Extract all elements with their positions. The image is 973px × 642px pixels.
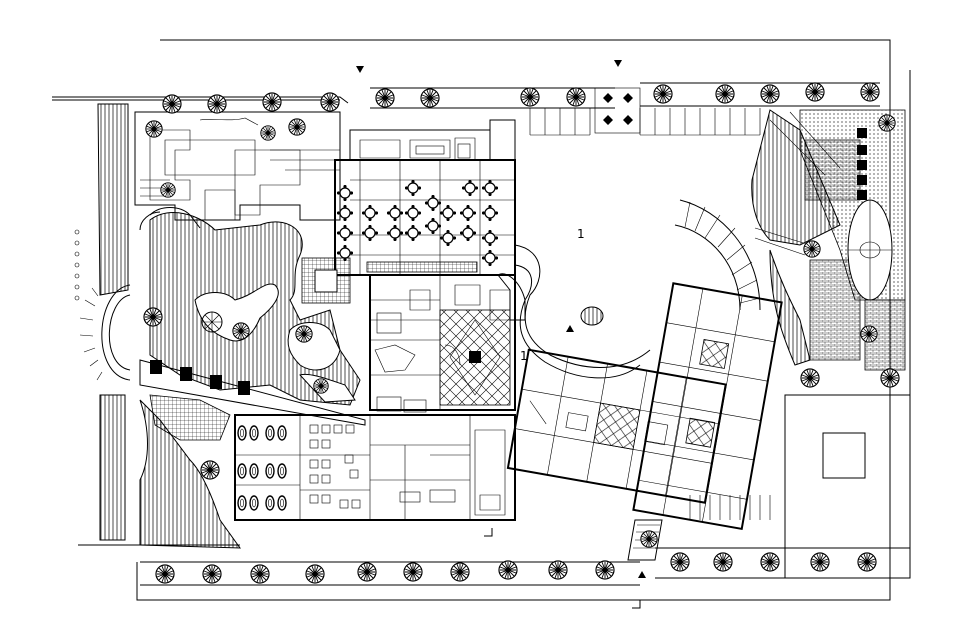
tree-icon: [566, 87, 586, 107]
tree-icon: [857, 552, 877, 572]
banquet-seating: [337, 180, 498, 266]
tree-icon: [595, 560, 615, 580]
tree-icon: [670, 552, 690, 572]
east-lawn-pad: [822, 432, 866, 479]
forecourt-arrow: [566, 325, 574, 332]
tree-icon: [403, 562, 423, 582]
tree-icon: [640, 530, 658, 548]
tree-icon: [548, 560, 568, 580]
tree-icon: [420, 88, 440, 108]
tree-icon: [715, 84, 735, 104]
tree-icon: [880, 368, 900, 388]
tree-icon: [450, 562, 470, 582]
tree-icon: [160, 182, 176, 198]
tree-icon: [143, 307, 163, 327]
tree-icon: [305, 564, 325, 584]
tree-icon: [498, 560, 518, 580]
courtyard-garden: [139, 207, 361, 406]
tree-icon: [800, 368, 820, 388]
tree-icon: [313, 378, 329, 394]
left-landscape-strip: [97, 103, 241, 549]
planter-squares: [857, 128, 867, 200]
north-entry-arrow-2: [614, 60, 622, 67]
tree-icon: [207, 94, 227, 114]
drop-off-island: [580, 306, 604, 326]
north-parking-bays: [529, 87, 761, 136]
corner-mark-mid: [484, 528, 493, 537]
tree-icon: [357, 562, 377, 582]
tree-icon: [202, 564, 222, 584]
corner-mark-south: [632, 600, 641, 609]
main-building-central: [369, 274, 516, 413]
entrance-markers: [356, 60, 646, 609]
tree-icon: [162, 94, 182, 114]
site-boundary: [52, 39, 911, 601]
tree-icon: [295, 325, 313, 343]
curved-wing: [674, 199, 761, 311]
tree-icon: [375, 88, 395, 108]
tree-icon: [803, 240, 821, 258]
east-plaza: [751, 109, 911, 579]
tree-icon: [250, 564, 270, 584]
tree-icon: [232, 322, 250, 340]
grid-courtyard-center: [314, 269, 338, 293]
street-trees-south: [155, 530, 877, 584]
east-tower: [632, 282, 783, 531]
tree-icon: [653, 84, 673, 104]
south-gate: [627, 495, 771, 561]
tree-icon: [713, 552, 733, 572]
tree-icon: [260, 125, 276, 141]
tree-icon: [288, 118, 306, 136]
tree-icon: [860, 325, 878, 343]
tree-icon: [760, 84, 780, 104]
tree-icon: [200, 460, 220, 480]
tree-icon: [760, 552, 780, 572]
east-wing: [506, 348, 727, 504]
tree-icon: [145, 120, 163, 138]
main-building-north: [334, 119, 516, 276]
tree-icon: [320, 92, 340, 112]
north-entry-arrow-1: [356, 66, 364, 73]
tree-icon: [805, 82, 825, 102]
tree-icon: [262, 92, 282, 112]
tree-icon: [878, 114, 896, 132]
grid-courtyard: [301, 257, 351, 304]
bollard-row: [74, 229, 80, 301]
lounge-oval-chairs: [237, 425, 287, 511]
west-entry-plaza: [74, 229, 131, 381]
diagonal-walkway: [139, 359, 366, 441]
zone-label-lower: 1: [520, 349, 528, 363]
main-building-south: [234, 414, 516, 521]
tree-icon: [520, 87, 540, 107]
cafe-seating: [309, 424, 361, 509]
tree-icon: [860, 82, 880, 102]
south-entry-arrow: [638, 571, 646, 578]
northwest-pavilion: [134, 111, 341, 221]
entry-forecourt-drive: [497, 244, 651, 379]
zone-label-upper: 1: [577, 227, 585, 241]
tree-icon: [155, 564, 175, 584]
tree-icon: [810, 552, 830, 572]
